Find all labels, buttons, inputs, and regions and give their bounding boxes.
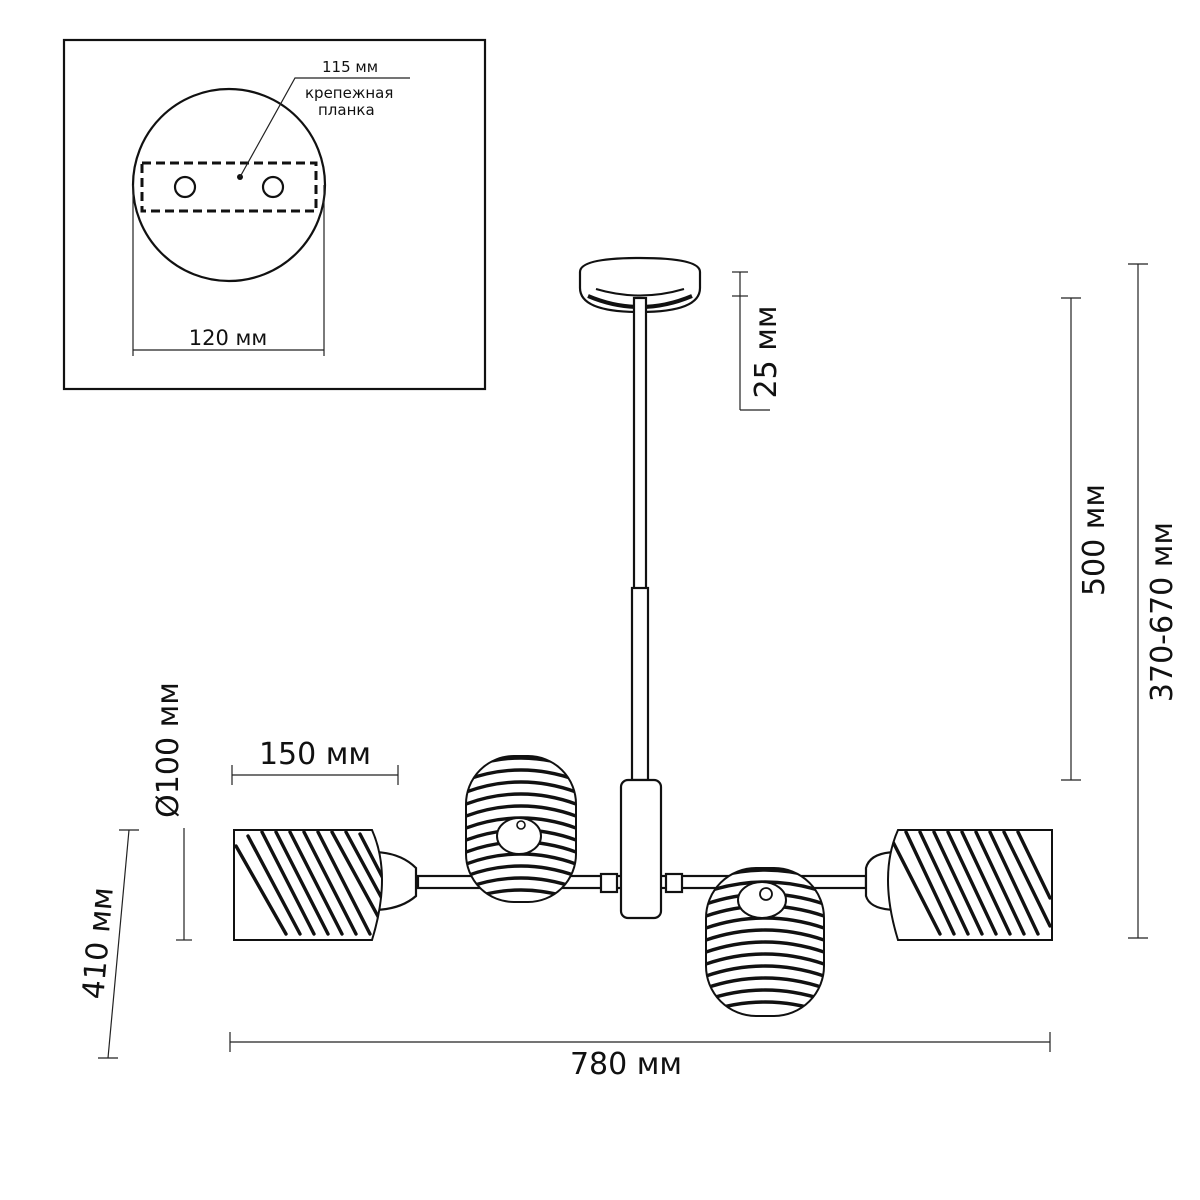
mounting-hole-left bbox=[173, 175, 197, 199]
rod-length-label: 500 мм bbox=[1077, 484, 1112, 596]
dimension-shade-diameter: Ø100 мм bbox=[151, 682, 192, 941]
suspension-rod bbox=[630, 296, 650, 782]
dimension-side-height: 410 мм bbox=[76, 829, 139, 1059]
total-width-label: 780 мм bbox=[570, 1047, 682, 1082]
plate-note-line2: планка bbox=[318, 101, 375, 119]
dimension-total-height: 370-670 мм bbox=[1128, 263, 1180, 939]
dimension-shade-length: 150 мм bbox=[231, 737, 399, 785]
plate-leader-line bbox=[239, 77, 410, 178]
canopy-height-label: 25 мм bbox=[749, 306, 784, 399]
central-hub bbox=[619, 778, 663, 920]
plate-note-line1: крепежная bbox=[305, 84, 393, 102]
shade-diameter-label: Ø100 мм bbox=[151, 682, 186, 818]
dimension-total-width: 780 мм bbox=[229, 1032, 1051, 1082]
shade-front-center bbox=[705, 867, 825, 1017]
mounting-plate-outline bbox=[140, 161, 318, 213]
ceiling-canopy bbox=[578, 256, 702, 314]
shade-left bbox=[233, 829, 418, 941]
mounting-hole-right bbox=[261, 175, 285, 199]
total-height-label: 370-670 мм bbox=[1145, 522, 1180, 702]
shade-length-label: 150 мм bbox=[259, 737, 371, 772]
canopy-circle bbox=[131, 87, 327, 283]
plate-dimension-label: 115 мм bbox=[322, 58, 378, 76]
shade-right bbox=[864, 829, 1053, 941]
side-height-label: 410 мм bbox=[76, 886, 121, 1001]
dimension-rod-length: 500 мм bbox=[1061, 297, 1112, 781]
inset-canopy-view: 115 мм крепежная планка 120 мм bbox=[62, 38, 487, 391]
canopy-width-label: 120 мм bbox=[189, 326, 267, 350]
dimension-canopy-height: 25 мм bbox=[732, 271, 784, 411]
shade-back-center bbox=[465, 755, 577, 903]
